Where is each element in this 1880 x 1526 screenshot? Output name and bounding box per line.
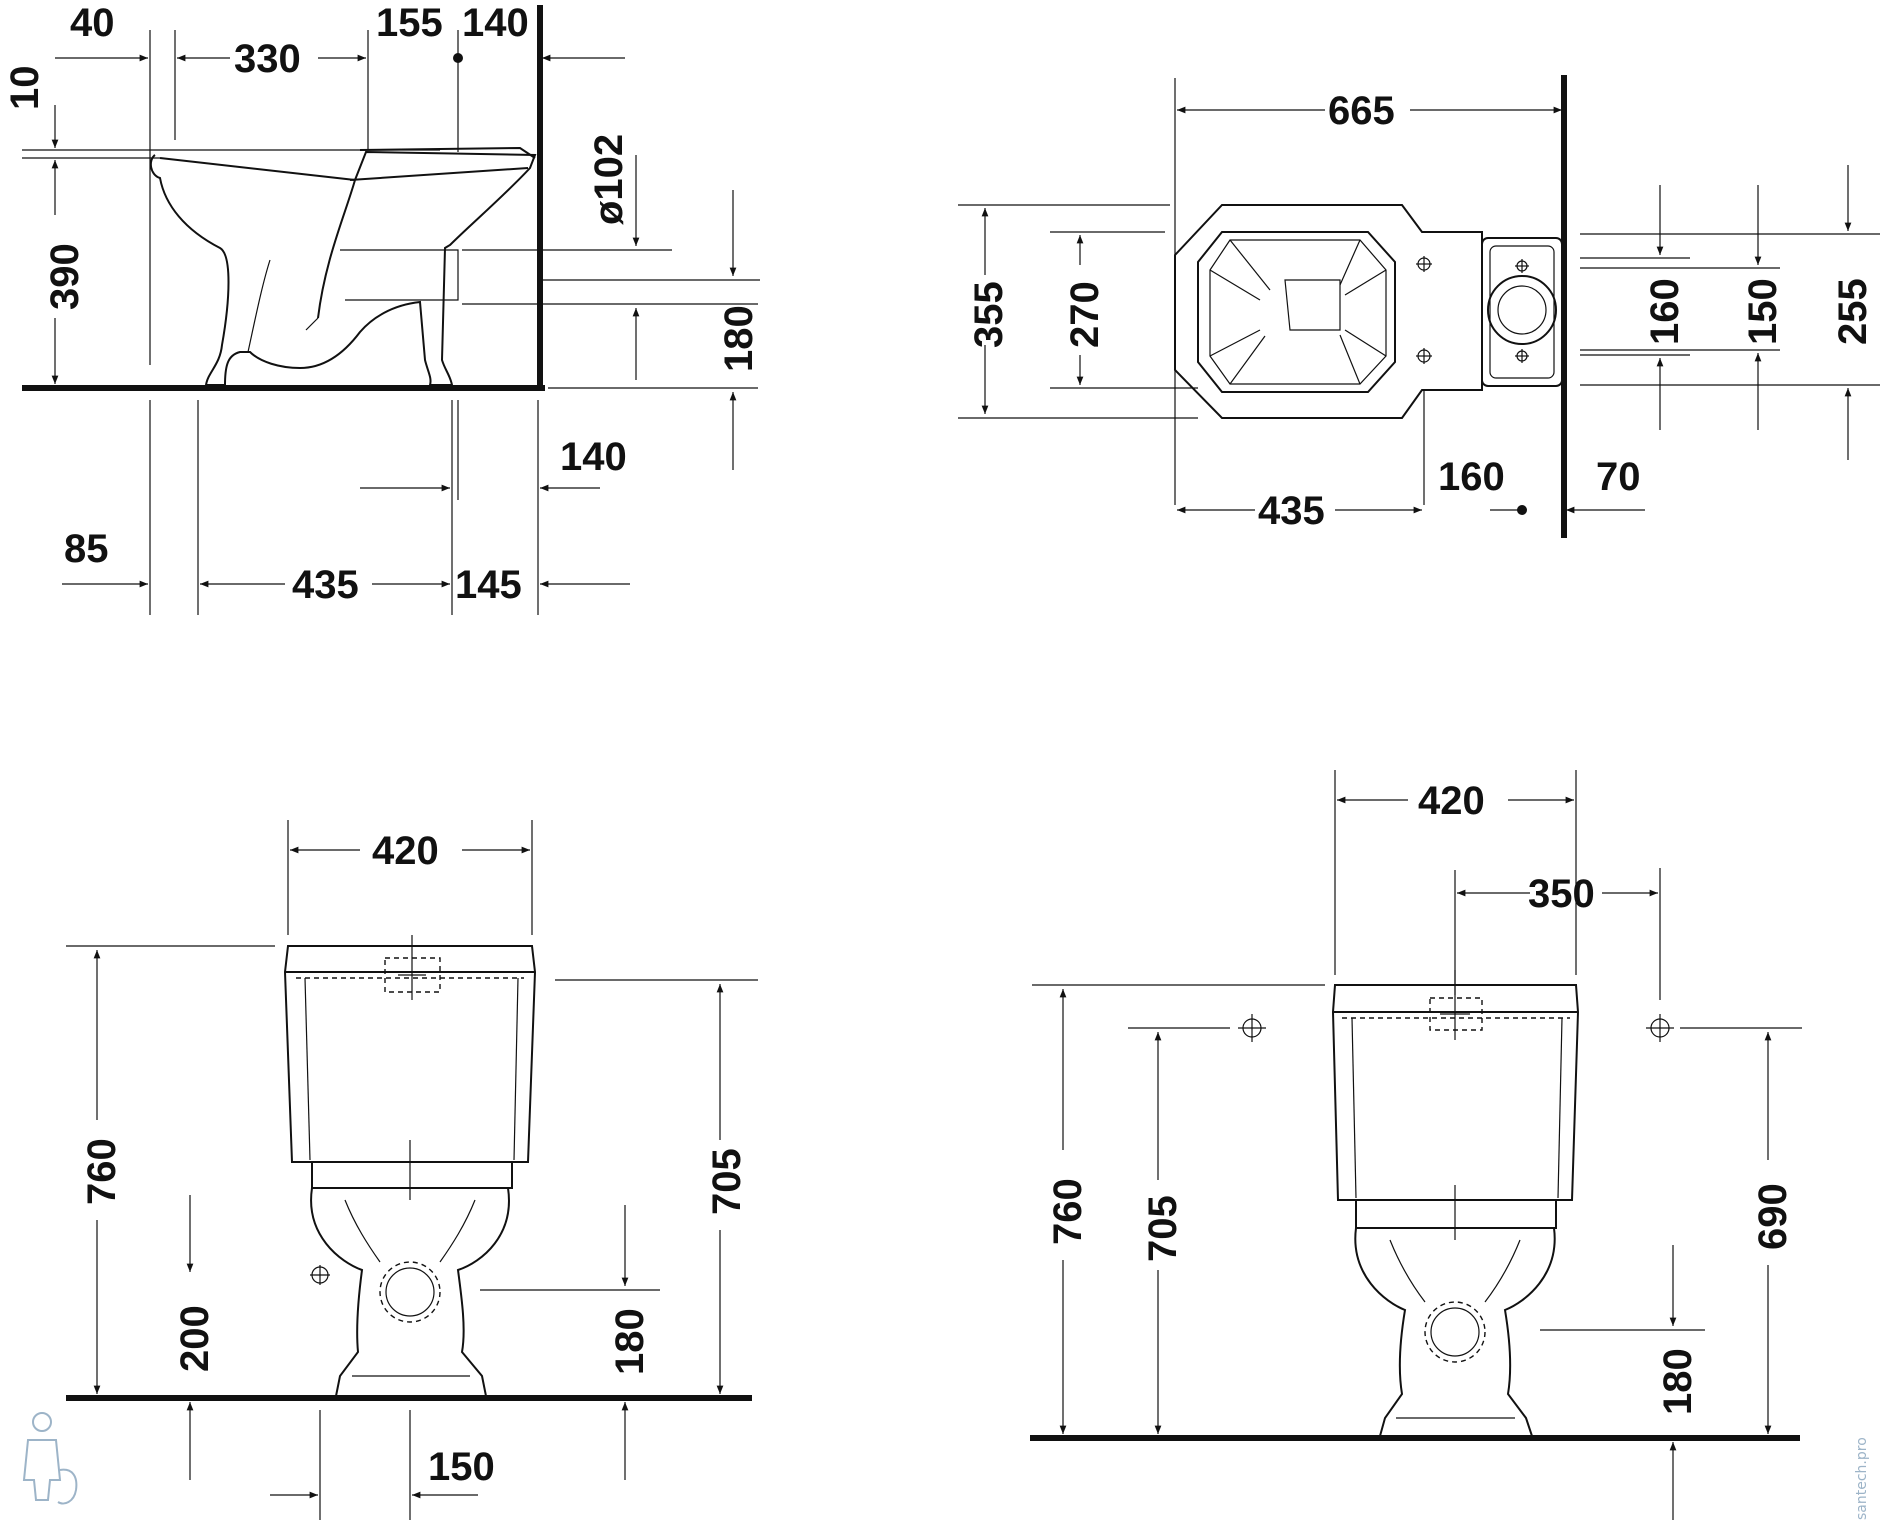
front-bowl-outline <box>310 1187 510 1397</box>
front-dim-420: 420 <box>372 829 439 873</box>
top-dim-355: 355 <box>967 281 1011 348</box>
side-dim-390: 390 <box>43 243 87 310</box>
front-dim-705: 705 <box>705 1148 749 1215</box>
front-dim-760: 760 <box>80 1138 124 1205</box>
front-dim-150: 150 <box>428 1445 495 1489</box>
top-dim-435: 435 <box>1258 489 1325 533</box>
top-bowl-outline <box>1174 204 1483 419</box>
rear-dim-350: 350 <box>1528 872 1595 916</box>
rear-dim-180: 180 <box>1656 1348 1700 1415</box>
rear-dim-690: 690 <box>1751 1183 1795 1250</box>
top-dim-270: 270 <box>1063 281 1107 348</box>
rear-dim-420: 420 <box>1418 779 1485 823</box>
top-dim-150: 150 <box>1741 278 1785 345</box>
plumber-logo-icon <box>22 1412 78 1505</box>
rear-tank-outline <box>1331 984 1580 1201</box>
side-dim-40: 40 <box>70 1 115 45</box>
side-dim-330: 330 <box>234 37 301 81</box>
top-dim-665: 665 <box>1328 89 1395 133</box>
side-dim-140-top: 140 <box>462 1 529 45</box>
top-dim-255: 255 <box>1831 278 1875 345</box>
front-tank-outline <box>283 945 537 1163</box>
front-dim-180: 180 <box>608 1308 652 1375</box>
top-view: 665 355 270 160 150 255 435 160 70 <box>958 75 1880 538</box>
side-dim-140-bottom: 140 <box>560 435 627 479</box>
side-dim-145: 145 <box>455 563 522 607</box>
rear-dim-760: 760 <box>1046 1178 1090 1245</box>
front-dim-200: 200 <box>173 1305 217 1372</box>
top-dim-160-vertical: 160 <box>1643 278 1687 345</box>
side-bowl-outline <box>149 150 537 386</box>
watermark-text: santech.pro <box>1854 1437 1870 1520</box>
rear-dim-705: 705 <box>1141 1195 1185 1262</box>
rear-view: 420 350 760 705 690 180 <box>1030 770 1802 1520</box>
top-dim-70: 70 <box>1596 455 1641 499</box>
front-view: 420 760 705 200 180 150 <box>66 820 758 1520</box>
side-dim-155: 155 <box>376 1 443 45</box>
side-dim-435: 435 <box>292 563 359 607</box>
top-dim-160-horizontal: 160 <box>1438 455 1505 499</box>
side-dim-d102: ø102 <box>587 134 631 225</box>
side-dim-180: 180 <box>717 305 761 372</box>
side-view: 40 330 155 140 10 390 ø102 180 140 85 43… <box>3 1 761 615</box>
side-dim-85: 85 <box>64 527 109 571</box>
side-dim-10: 10 <box>3 66 47 111</box>
rear-bowl-outline <box>1354 1227 1556 1437</box>
